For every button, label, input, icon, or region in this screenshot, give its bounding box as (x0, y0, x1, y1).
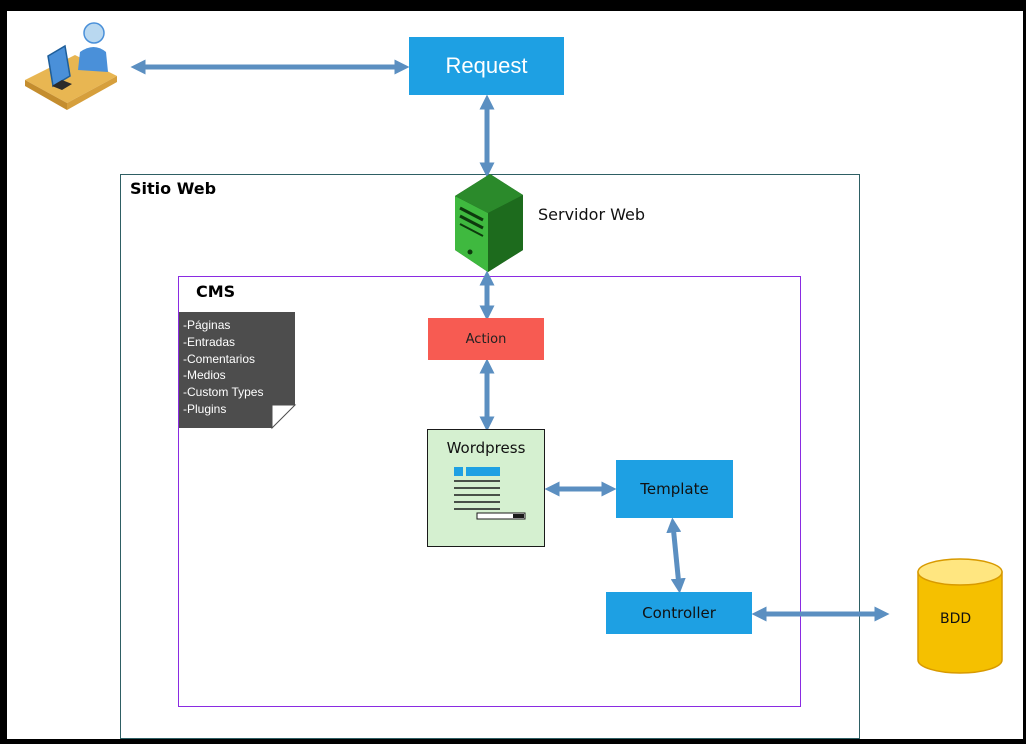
template-label: Template (640, 480, 709, 498)
template-box: Template (616, 460, 733, 518)
arrow-template-controller (666, 517, 686, 594)
action-label: Action (465, 331, 507, 347)
cms-item: -Medios (183, 368, 226, 383)
cms-item: -Plugins (183, 401, 227, 416)
sitio-web-label: Sitio Web (130, 179, 217, 198)
controller-box: Controller (606, 592, 752, 634)
action-box: Action (428, 318, 544, 360)
servidor-web-label: Servidor Web (538, 205, 645, 224)
request-label: Request (445, 53, 528, 78)
wordpress-label: Wordpress (446, 439, 526, 457)
cms-item-list: -Páginas -Entradas -Comentarios -Medios -Cus… (183, 317, 263, 418)
controller-label: Controller (642, 604, 716, 622)
cms-item: -Páginas (183, 318, 231, 332)
cms-item: -Custom Types (183, 385, 264, 400)
cms-label: CMS (196, 282, 236, 301)
request-box: Request (409, 37, 564, 95)
cms-item: -Comentarios (183, 351, 256, 366)
cms-item: -Entradas (183, 334, 236, 349)
bdd-label: BDD (940, 611, 972, 627)
